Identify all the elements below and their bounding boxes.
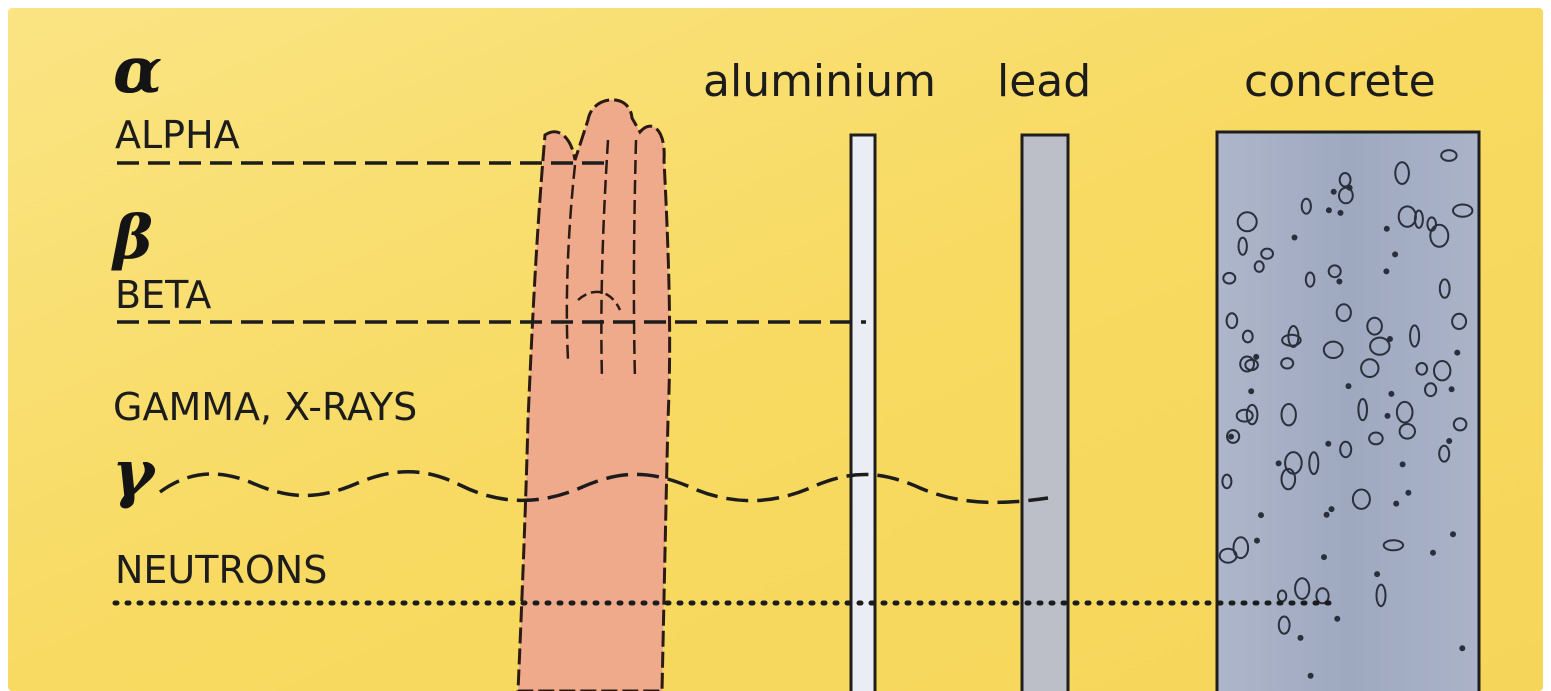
grit-dot <box>1337 280 1341 284</box>
aluminium-label: aluminium <box>703 56 936 107</box>
grit-dot <box>1322 555 1326 559</box>
grit-dot <box>1401 462 1405 466</box>
gamma-symbol: γ <box>112 436 157 511</box>
grit-dot <box>1332 190 1336 194</box>
grit-dot <box>1326 442 1330 446</box>
grit-dot <box>1393 252 1397 256</box>
grit-dot <box>1309 674 1313 678</box>
grit-dot <box>1455 351 1459 355</box>
concrete-label: concrete <box>1244 56 1436 107</box>
grit-dot <box>1389 392 1393 396</box>
grit-dot <box>1327 208 1331 212</box>
grit-dot <box>1388 337 1392 341</box>
grit-dot <box>1347 384 1351 388</box>
lead-label: lead <box>997 56 1091 107</box>
alpha-symbol: α <box>113 33 162 108</box>
grit-dot <box>1255 539 1259 543</box>
neutrons-label: NEUTRONS <box>115 548 327 592</box>
grit-dot <box>1447 439 1451 443</box>
beta-label: BETA <box>115 273 211 317</box>
grit-dot <box>1460 646 1464 650</box>
grit-dot <box>1249 389 1253 393</box>
aluminium-sheet <box>851 135 875 691</box>
grit-dot <box>1229 435 1233 439</box>
grit-dot <box>1325 513 1329 517</box>
grit-dot <box>1384 269 1388 273</box>
grit-dot <box>1339 211 1343 215</box>
grit-dot <box>1330 507 1334 511</box>
aluminium-barrier <box>851 135 875 691</box>
grit-dot <box>1293 236 1297 240</box>
lead-barrier <box>1022 135 1068 691</box>
grit-dot <box>1335 617 1339 621</box>
beta-symbol: β <box>111 203 153 273</box>
grit-dot <box>1450 387 1454 391</box>
grit-dot <box>1277 461 1281 465</box>
grit-dot <box>1431 551 1435 555</box>
concrete-barrier <box>1217 132 1479 691</box>
grit-dot <box>1394 502 1398 506</box>
grit-dot <box>1259 513 1263 517</box>
grit-dot <box>1299 636 1303 640</box>
grit-dot <box>1375 572 1379 576</box>
grit-dot <box>1406 491 1410 495</box>
grit-dot <box>1386 414 1390 418</box>
gamma-label: GAMMA, X-RAYS <box>113 385 417 429</box>
grit-dot <box>1254 355 1258 359</box>
alpha-label: ALPHA <box>115 113 240 157</box>
grit-dot <box>1451 532 1455 536</box>
lead-sheet <box>1022 135 1068 691</box>
grit-dot <box>1385 227 1389 231</box>
